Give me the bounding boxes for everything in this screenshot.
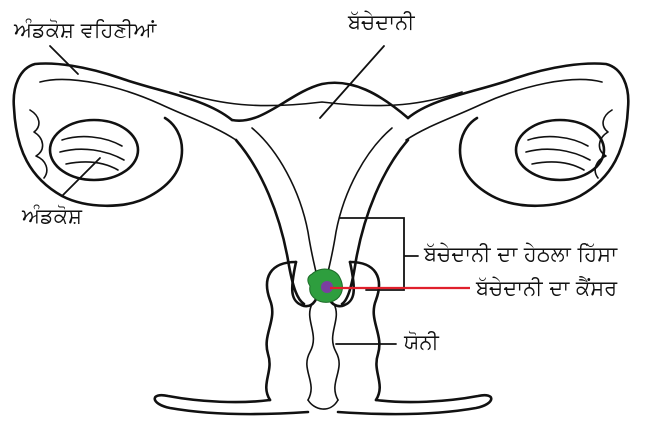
label-fallopian-tubes: ਅੰਡਕੋਸ਼ ਵਹਿਣੀਆਂ	[14, 20, 156, 41]
ovary-right-detail	[526, 137, 590, 170]
tube-lumen-left	[40, 79, 236, 140]
vaginal-opening	[308, 400, 338, 409]
uterine-cavity-left	[252, 128, 318, 282]
fimbriae-left	[30, 110, 47, 178]
leader-fallopian-tubes	[50, 46, 78, 74]
fallopian-tubes-outline	[14, 64, 232, 206]
label-cervix: ਬੱਚੇਦਾਨੀ ਦਾ ਹੇਠਲਾ ਹਿੱਸਾ	[424, 244, 617, 265]
vagina-right-wall-inner	[333, 304, 340, 400]
label-ovary: ਅੰਡਕੋਸ਼	[22, 206, 82, 227]
labia-left	[155, 395, 308, 414]
fallopian-tubes-outline-right	[408, 64, 628, 206]
labia-right	[338, 395, 491, 414]
tube-lumen-right	[406, 79, 602, 140]
vagina-left-wall-inner	[307, 304, 314, 400]
label-cervical-cancer: ਬੱਚੇਦਾਨੀ ਦਾ ਕੈਂਸਰ	[476, 278, 617, 299]
label-vagina: ਯੋਨੀ	[404, 332, 439, 353]
label-uterus: ਬੱਚੇਦਾਨੀ	[348, 12, 415, 33]
uterine-cavity-right	[326, 128, 392, 282]
uterus-fundus-inner	[180, 92, 462, 106]
